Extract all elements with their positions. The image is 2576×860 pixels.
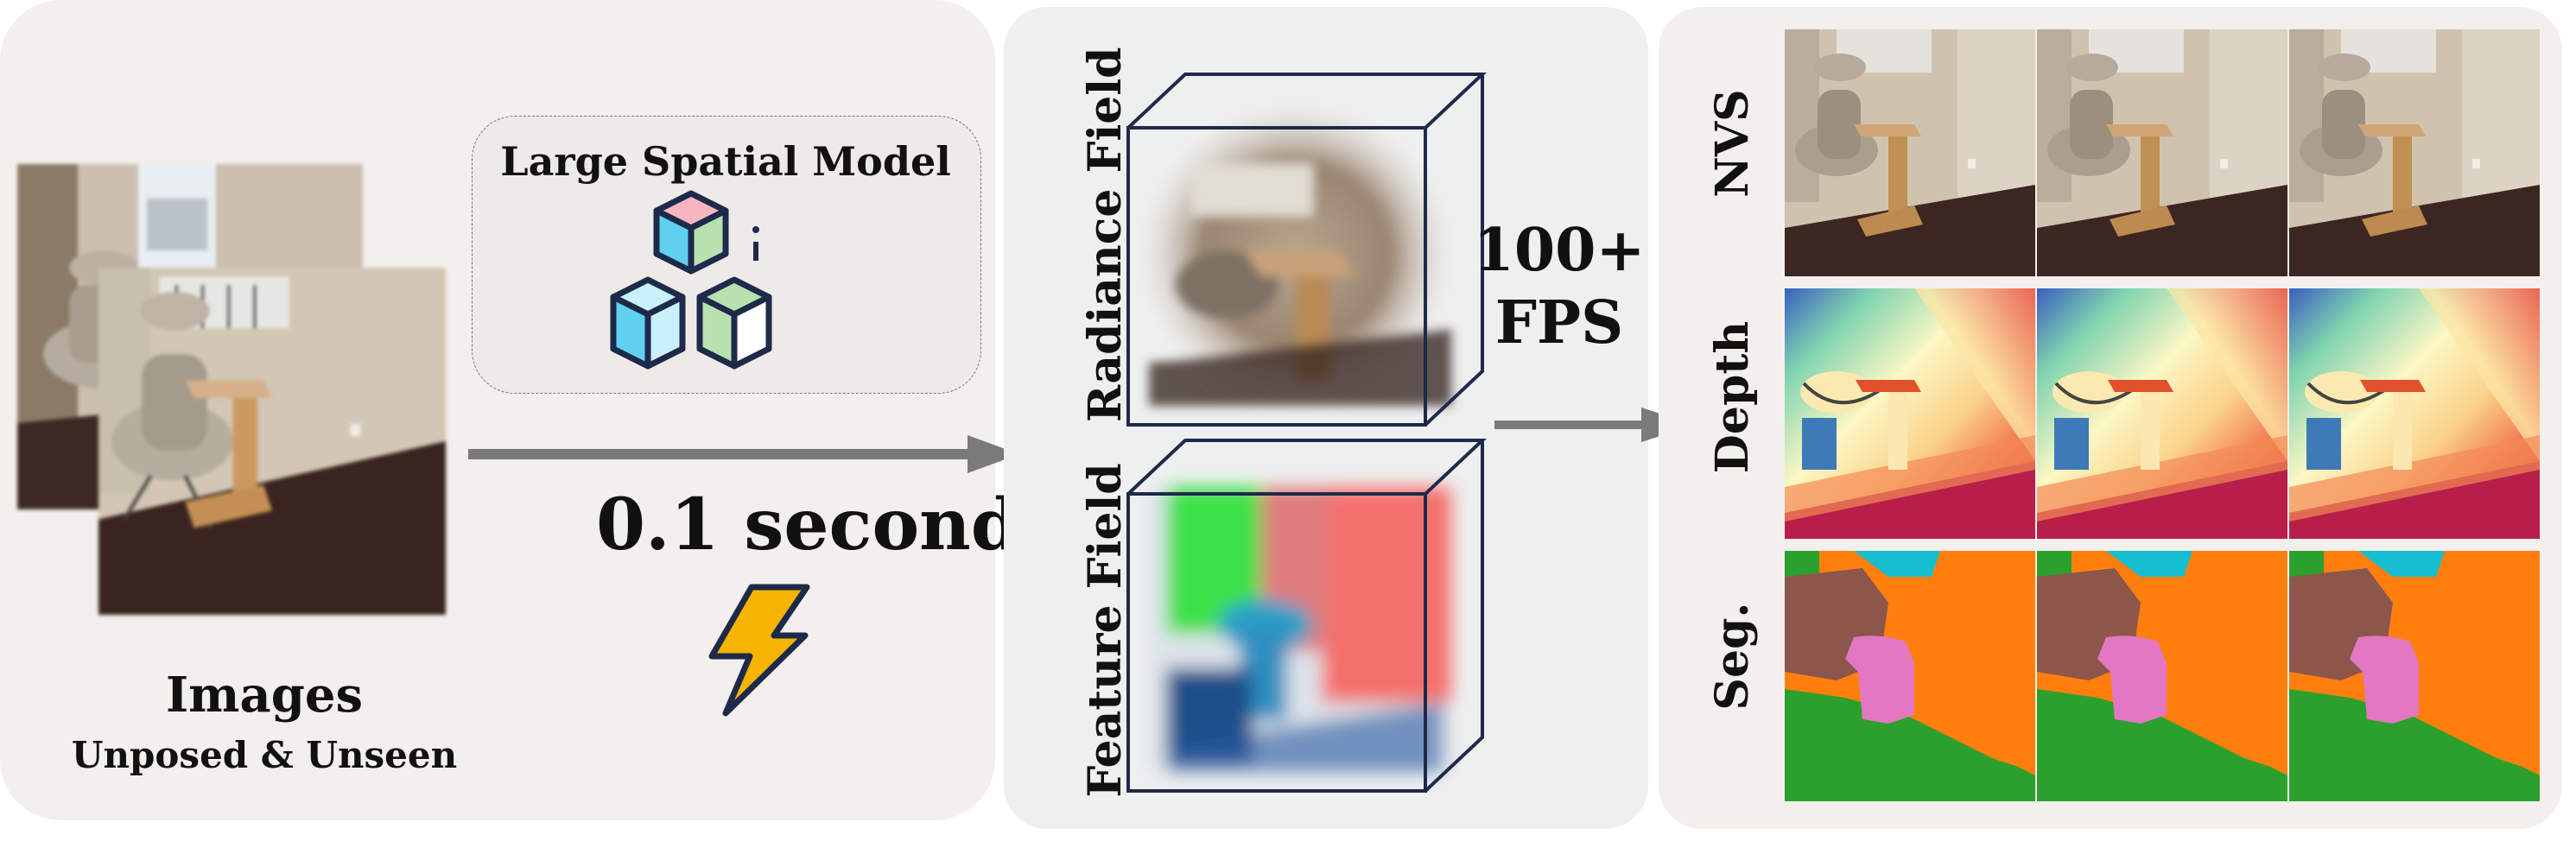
seg-view-2 <box>2037 551 2287 801</box>
row-label-depth: Depth <box>1706 320 1759 474</box>
row-label-seg: Seg. <box>1706 602 1759 711</box>
depth-view-1 <box>1785 288 2035 539</box>
nvs-view-1 <box>1785 29 2035 276</box>
fps-value: 100+ <box>1473 216 1646 285</box>
fps-unit: FPS <box>1494 288 1624 357</box>
depth-view-2 <box>2037 288 2287 539</box>
main-arrow <box>468 435 1019 473</box>
inference-time: 0.1 second <box>596 484 1021 566</box>
input-image-front <box>98 268 446 615</box>
radiance-field-cube <box>1126 73 1488 427</box>
stacked-cubes-icon <box>610 190 772 370</box>
nvs-view-2 <box>2037 29 2287 276</box>
row-label-nvs: NVS <box>1706 89 1759 198</box>
large-spatial-model-label: Large Spatial Model <box>500 138 951 185</box>
input-title: Images <box>165 667 364 724</box>
feature-field-cube <box>1126 439 1488 793</box>
seg-view-1 <box>1785 551 2035 801</box>
nvs-view-3 <box>2289 29 2540 276</box>
depth-view-3 <box>2289 288 2540 539</box>
input-subtitle: Unposed & Unseen <box>71 734 458 776</box>
lightning-icon <box>708 584 810 717</box>
seg-view-3 <box>2289 551 2540 801</box>
